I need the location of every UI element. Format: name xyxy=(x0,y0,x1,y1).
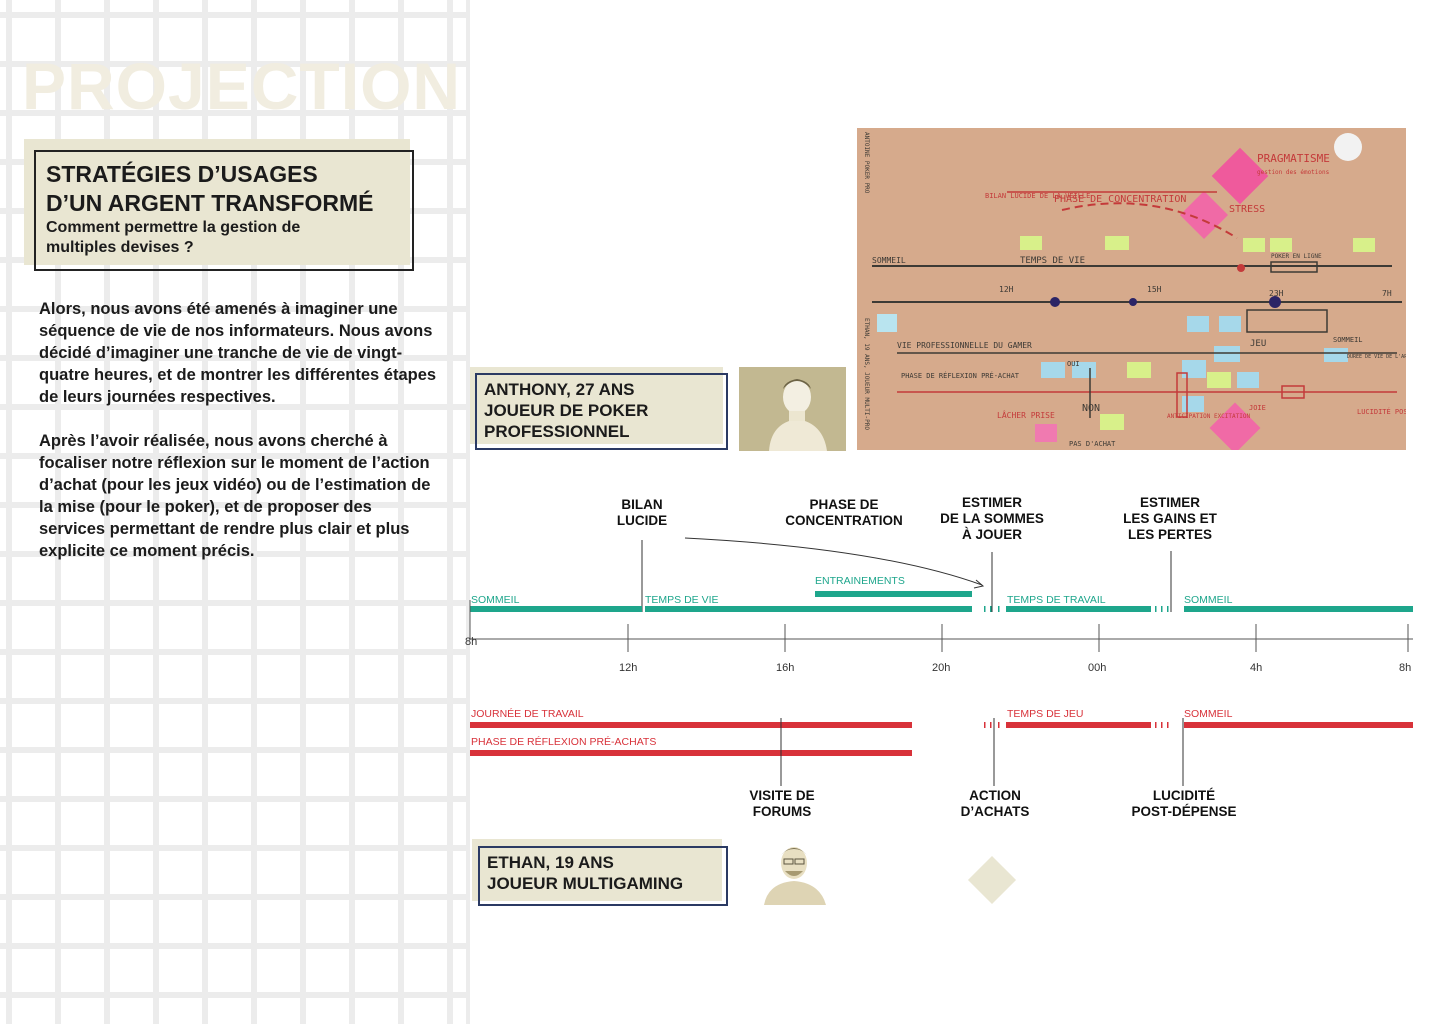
board-text-reflexion: PHASE DE RÉFLEXION PRÉ-ACHAT xyxy=(901,371,1020,380)
persona-1-name: ANTHONY, 27 ANS xyxy=(484,380,635,399)
board-drawing: PRAGMATISME gestion des émotions BILAN L… xyxy=(857,128,1406,450)
persona-2-background xyxy=(472,839,722,901)
page-title-line-1: STRATÉGIES D’USAGES xyxy=(46,161,318,187)
board-text-bilan: BILAN LUCIDE DE LA VEILLE xyxy=(985,192,1090,200)
persona-2-name: ETHAN, 19 ANS xyxy=(487,853,614,872)
bar-label-temps-travail: TEMPS DE TRAVAIL xyxy=(1007,594,1106,606)
timeline-label-action-achats: ACTION D’ACHATS xyxy=(960,788,1030,819)
timeline-label-estimer-mise-text: ESTIMER DE LA SOMMES À JOUER xyxy=(940,495,1044,542)
board-text-pragmatisme: PRAGMATISME xyxy=(1257,152,1330,165)
page-title-line-2: D’UN ARGENT TRANSFORMÉ xyxy=(46,190,374,216)
board-text-sommeil: SOMMEIL xyxy=(872,256,906,265)
persona-2-photo xyxy=(742,841,846,905)
title-background xyxy=(24,139,410,265)
timeline-label-lucidite: LUCIDITÉ POST-DÉPENSE xyxy=(1131,788,1237,819)
paragraph-1: Alors, nous avons été amenés à imaginer … xyxy=(39,300,437,406)
green-bar-sommeil-1 xyxy=(470,606,642,612)
timeline-label-estimer-gains: ESTIMER LES GAINS ET LES PERTES xyxy=(1110,495,1230,543)
board-text-oui: OUI xyxy=(1067,360,1080,368)
red-bar-journee-travail xyxy=(470,722,912,728)
timeline-curved-arrow xyxy=(684,537,983,586)
persona-2-card: ETHAN, 19 ANS JOUEUR MULTIGAMING xyxy=(478,846,728,906)
persona-1-card: ANTHONY, 27 ANS JOUEUR DE POKER PROFESSI… xyxy=(475,373,728,450)
timeline-label-estimer-gains-text: ESTIMER LES GAINS ET LES PERTES xyxy=(1123,495,1217,542)
bar-label-sommeil-2: SOMMEIL xyxy=(1184,594,1233,606)
title-box: STRATÉGIES D’USAGES D’UN ARGENT TRANSFOR… xyxy=(34,150,414,271)
board-text-jeu: JEU xyxy=(1250,339,1266,349)
tick-16h: 16h xyxy=(776,662,795,674)
page-subtitle-line-2: multiples devises ? xyxy=(46,239,194,256)
green-bar-entrainements xyxy=(815,591,972,597)
tick-8h-end: 8h xyxy=(1399,662,1412,674)
red-bar-sommeil xyxy=(1184,722,1413,728)
persona-1-portrait-icon xyxy=(739,367,846,451)
green-bar-temps-de-vie xyxy=(645,606,972,612)
left-panel: PROJECTION STRATÉGIES D’USAGES D’UN ARGE… xyxy=(0,0,470,1024)
paragraph-2: Après l’avoir réalisée, nous avons cherc… xyxy=(39,432,431,560)
timeline-label-forums: VISITE DE FORUMS xyxy=(749,788,815,819)
tick-4h: 4h xyxy=(1250,662,1263,674)
persona-1-photo xyxy=(739,367,846,451)
timeline-label-concentration: PHASE DE CONCENTRATION xyxy=(774,497,914,529)
board-text-poker: POKER EN LIGNE xyxy=(1271,253,1322,260)
persona-1-role-line-1: JOUEUR DE POKER xyxy=(484,401,649,420)
bar-label-entrainements: ENTRAINEMENTS xyxy=(815,575,905,587)
board-text-ethan: ETHAN, 19 ANS, JOUEUR MULTI-PRO xyxy=(863,318,870,430)
tick-20h: 20h xyxy=(932,662,951,674)
board-text-23h: 23H xyxy=(1269,289,1284,298)
tick-8h-start: 8h xyxy=(465,636,478,648)
board-text-antoine: ANTOINE POKER PRO xyxy=(863,132,870,194)
board-text-12h: 12H xyxy=(999,285,1014,294)
board-text-non: NON xyxy=(1082,403,1100,414)
body-text: Alors, nous avons été amenés à imaginer … xyxy=(39,298,439,584)
board-text-temps-de-vie: TEMPS DE VIE xyxy=(1020,256,1085,266)
board-text-gestion: gestion des émotions xyxy=(1257,169,1330,176)
red-bar-reflexion xyxy=(470,750,912,756)
bar-label-temps-de-vie: TEMPS DE VIE xyxy=(645,594,719,606)
persona-1-background xyxy=(470,367,723,444)
timeline-label-bilan-text: BILAN LUCIDE xyxy=(616,497,668,528)
board-text-anticipation: ANTICIPATION EXCITATION xyxy=(1167,413,1250,420)
green-bar-temps-travail xyxy=(1006,606,1151,612)
timeline-label-bilan: BILAN LUCIDE xyxy=(596,497,688,529)
persona-2-role: JOUEUR MULTIGAMING xyxy=(487,874,684,893)
timeline-label-estimer-mise: ESTIMER DE LA SOMMES À JOUER xyxy=(928,495,1056,543)
section-watermark: PROJECTION xyxy=(22,49,462,123)
workshop-board-photo: PRAGMATISME gestion des émotions BILAN L… xyxy=(857,128,1406,450)
board-text-duree: DURÉE DE VIE DE L'ARGENT xyxy=(1347,352,1406,360)
timeline-label-concentration-text: PHASE DE CONCENTRATION xyxy=(785,497,903,528)
board-text-lacher: LÂCHER PRISE xyxy=(997,409,1055,420)
bar-label-reflexion: PHASE DE RÉFLEXION PRÉ-ACHATS xyxy=(471,736,657,748)
tick-12h: 12h xyxy=(619,662,638,674)
board-text-concentration: PHASE DE CONCENTRATION xyxy=(1054,194,1186,205)
board-text-sommeil-2: SOMMEIL xyxy=(1333,336,1363,344)
board-text-pas-achat: PAS D'ACHAT xyxy=(1069,440,1116,448)
persona-2-portrait-icon xyxy=(742,841,846,905)
board-text-vie-pro: VIE PROFESSIONNELLE DU GAMER xyxy=(897,341,1032,350)
board-text-joie: JOIE xyxy=(1249,404,1266,412)
board-text-lucidite: LUCIDITÉ POST-DÉPENSE xyxy=(1357,407,1406,416)
red-bar-temps-jeu xyxy=(1006,722,1151,728)
bar-label-journee-travail: JOURNÉE DE TRAVAIL xyxy=(471,708,584,720)
persona-1-role-line-2: PROFESSIONNEL xyxy=(484,422,630,441)
page-subtitle-line-1: Comment permettre la gestion de xyxy=(46,219,301,236)
board-text-15h: 15H xyxy=(1147,285,1162,294)
diamond-decoration xyxy=(967,855,1017,905)
bar-label-sommeil-1: SOMMEIL xyxy=(471,594,520,606)
board-text-stress: STRESS xyxy=(1229,204,1265,215)
bar-label-temps-jeu: TEMPS DE JEU xyxy=(1007,708,1084,720)
green-bar-sommeil-2 xyxy=(1184,606,1413,612)
board-text-7h: 7H xyxy=(1382,289,1392,298)
tick-00h: 00h xyxy=(1088,662,1107,674)
bar-label-sommeil-red: SOMMEIL xyxy=(1184,708,1233,720)
